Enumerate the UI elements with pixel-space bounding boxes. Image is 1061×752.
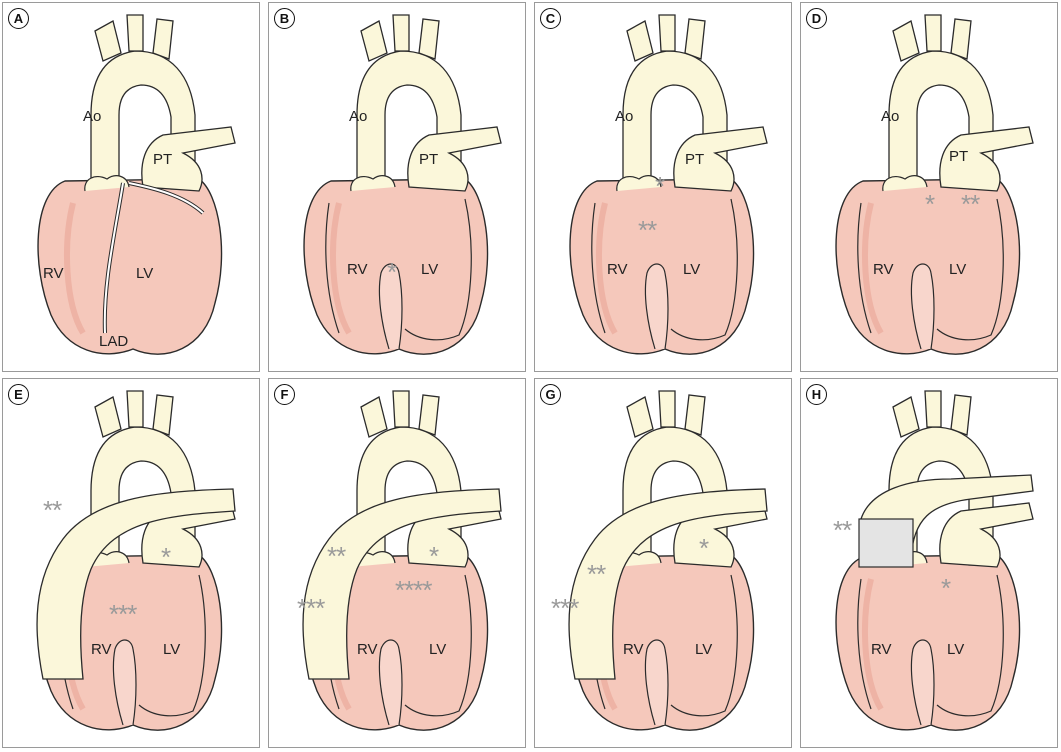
lv-label: LV (949, 261, 967, 278)
lv-label: LV (163, 641, 181, 658)
heart-illustration (535, 390, 768, 749)
double-asterisk-label: ** (327, 541, 346, 571)
panel-c: C Ao PT * ** RV LV (534, 2, 792, 372)
pt-label: PT (153, 151, 173, 168)
triple-asterisk-label: *** (109, 599, 137, 629)
panel-label: B (274, 8, 295, 29)
rv-label: RV (873, 261, 894, 278)
heart-illustration (801, 390, 1034, 749)
heart-illustration (801, 14, 1034, 373)
asterisk-label: * (925, 189, 935, 219)
ao-label: Ao (349, 108, 368, 125)
panel-label: F (274, 384, 295, 405)
double-asterisk-label: ** (43, 495, 62, 525)
panel-f: F ** * *** **** RV LV (268, 378, 526, 748)
panel-label: D (806, 8, 827, 29)
asterisk-label: * (941, 573, 951, 603)
rv-label: RV (357, 641, 378, 658)
asterisk-label: * (387, 257, 397, 287)
double-asterisk-label: ** (638, 215, 657, 245)
ao-label: Ao (615, 108, 634, 125)
panel-a: A Ao PT RV LV LAD (2, 2, 260, 372)
panel-e: E ** * *** RV LV (2, 378, 260, 748)
panel-label: E (8, 384, 29, 405)
ao-label: Ao (881, 108, 900, 125)
pt-label: PT (419, 151, 439, 168)
panel-label: C (540, 8, 561, 29)
pt-label: PT (685, 151, 705, 168)
lv-label: LV (683, 261, 701, 278)
lv-label: LV (421, 261, 439, 278)
asterisk-label: * (699, 533, 709, 563)
double-asterisk-label: ** (833, 515, 852, 545)
triple-asterisk-label: *** (297, 593, 325, 623)
heart-illustration (3, 14, 236, 373)
panel-d: D Ao PT * ** RV LV (800, 2, 1058, 372)
pt-label: PT (949, 148, 969, 165)
lv-label: LV (429, 641, 447, 658)
rv-label: RV (91, 641, 112, 658)
asterisk-label: * (655, 171, 665, 201)
ao-label: Ao (83, 108, 102, 125)
lad-label: LAD (99, 333, 129, 350)
panel-h: H ** * RV LV (800, 378, 1058, 748)
rv-label: RV (347, 261, 368, 278)
lv-label: LV (136, 265, 154, 282)
triple-asterisk-label: *** (551, 593, 579, 623)
asterisk-label: * (161, 542, 171, 572)
rv-label: RV (43, 265, 64, 282)
rv-label: RV (871, 641, 892, 658)
double-asterisk-label: ** (587, 559, 606, 589)
heart-illustration (3, 390, 236, 749)
panel-label: H (806, 384, 827, 405)
panel-label: A (8, 8, 29, 29)
panel-b: B Ao PT RV LV * (268, 2, 526, 372)
heart-illustration (269, 390, 502, 749)
asterisk-label: * (429, 541, 439, 571)
heart-illustration (269, 14, 502, 373)
rv-label: RV (607, 261, 628, 278)
lv-label: LV (947, 641, 965, 658)
panel-label: G (540, 384, 561, 405)
double-asterisk-label: ** (961, 189, 980, 219)
lv-label: LV (695, 641, 713, 658)
quadruple-asterisk-label: **** (395, 575, 432, 605)
rv-label: RV (623, 641, 644, 658)
panel-g: G ** * *** RV LV (534, 378, 792, 748)
